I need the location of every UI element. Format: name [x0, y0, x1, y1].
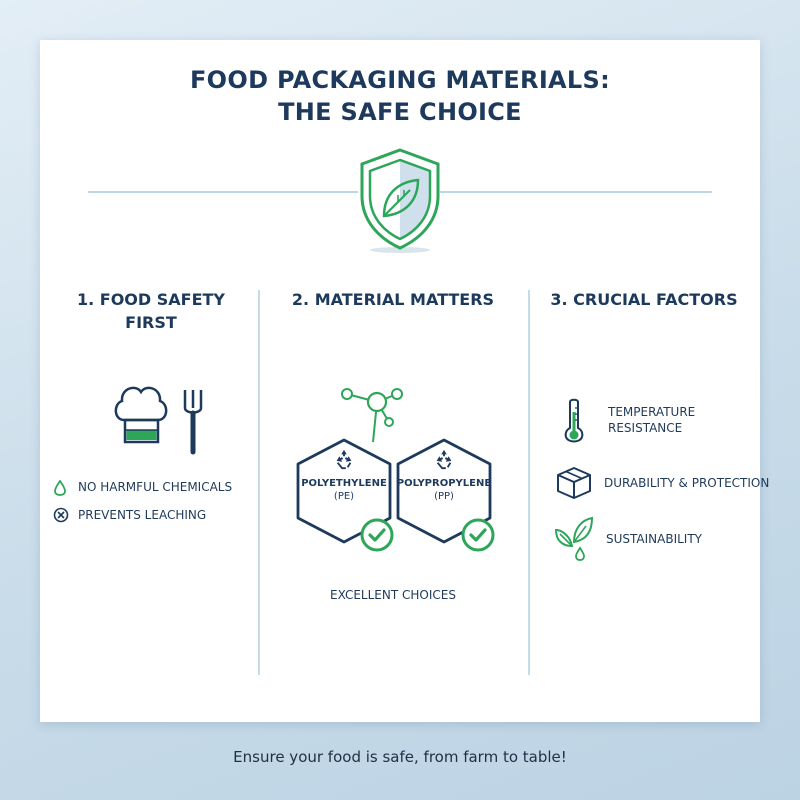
material-hexagons: [296, 438, 492, 544]
title-line-2: THE SAFE CHOICE: [278, 98, 522, 126]
title-line-1: FOOD PACKAGING MATERIALS:: [189, 66, 610, 94]
column-1-heading-line-1: 1. FOOD SAFETY: [76, 290, 226, 309]
polypropylene-abbr: (PP): [434, 491, 454, 502]
column-3-heading: 3. CRUCIAL FACTORS: [550, 290, 738, 309]
check-circle-icon: [360, 518, 394, 552]
title-divider-left: [88, 191, 358, 193]
durability-protection-label: DURABILITY & PROTECTION: [604, 476, 770, 490]
polypropylene-name: POLYPROPYLENE: [396, 478, 492, 489]
column-2-heading: 2. MATERIAL MATTERS: [291, 290, 495, 309]
excellent-choices-caption: EXCELLENT CHOICES: [330, 588, 456, 602]
polypropylene-hexagon: [396, 438, 492, 544]
polyethylene-name: POLYETHYLENE: [301, 478, 387, 489]
fork-icon: [183, 390, 203, 455]
polyethylene-abbr: (PE): [333, 491, 355, 502]
column-1-heading-line-2: FIRST: [125, 313, 177, 332]
polyethylene-label: POLYETHYLENE (PE): [294, 477, 394, 503]
check-circle-icon: [461, 518, 495, 552]
circle-x-icon: [53, 507, 69, 523]
page-title: FOOD PACKAGING MATERIALS: THE SAFE CHOIC…: [40, 64, 760, 128]
prevents-leaching-label: PREVENTS LEACHING: [78, 508, 207, 522]
temperature-resistance-label: TEMPERATURE RESISTANCE: [608, 404, 695, 436]
column-divider-1: [258, 290, 260, 675]
molecule-icon: [341, 388, 403, 443]
no-harmful-chemicals-label: NO HARMFUL CHEMICALS: [78, 480, 233, 494]
footer-tagline: Ensure your food is safe, from farm to t…: [233, 748, 567, 766]
polypropylene-label: POLYPROPYLENE (PP): [394, 477, 494, 503]
infographic-card: FOOD PACKAGING MATERIALS: THE SAFE CHOIC…: [40, 40, 769, 722]
recycle-icon: [336, 449, 352, 470]
water-drop-icon: [54, 480, 66, 496]
leaves-icon: [554, 516, 594, 561]
column-divider-2: [528, 290, 530, 675]
shield-leaf-icon: [360, 148, 440, 253]
thermometer-icon: [564, 398, 584, 443]
temperature-resistance-line-2: RESISTANCE: [608, 421, 683, 435]
column-1-heading: 1. FOOD SAFETY FIRST: [48, 288, 254, 334]
sustainability-label: SUSTAINABILITY: [606, 532, 703, 546]
temperature-resistance-line-1: TEMPERATURE: [608, 405, 696, 419]
chef-hat-icon: [114, 386, 168, 444]
title-divider-right: [440, 191, 712, 193]
recycle-icon: [436, 449, 452, 470]
polyethylene-hexagon: [296, 438, 392, 544]
box-icon: [557, 467, 591, 499]
